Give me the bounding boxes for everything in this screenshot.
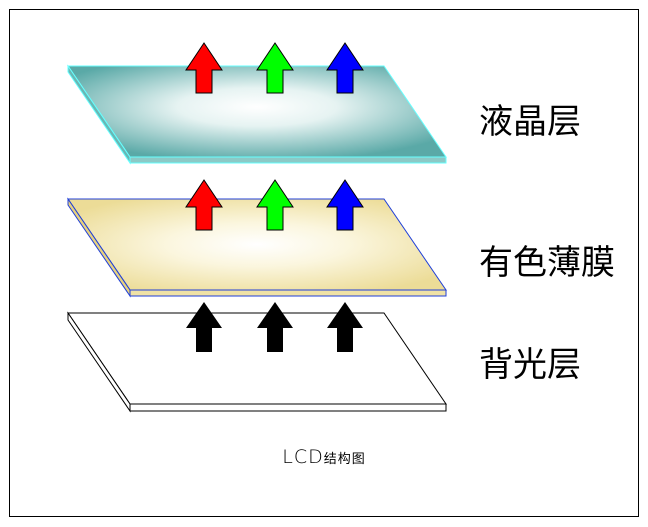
green-arrow-icon (256, 179, 294, 231)
lc-arrows (185, 42, 364, 94)
backlight-layer (67, 311, 447, 413)
blue-arrow-icon (326, 42, 364, 94)
caption-structure: 结构图 (323, 452, 366, 467)
backlight-label: 背光层 (479, 345, 581, 385)
black-arrow-icon (257, 302, 293, 352)
black-arrow-icon (327, 302, 363, 352)
red-arrow-icon (185, 42, 223, 94)
caption-lcd: LCD (282, 446, 324, 468)
color-filter-label: 有色薄膜 (479, 243, 615, 283)
green-arrow-icon (256, 42, 294, 94)
blue-arrow-icon (326, 179, 364, 231)
liquid-crystal-layer (67, 64, 447, 165)
bl-arrows (186, 302, 363, 352)
color-filter-layer (67, 197, 447, 298)
red-arrow-icon (185, 179, 223, 231)
cf-arrows (185, 179, 364, 231)
black-arrow-icon (186, 302, 222, 352)
diagram-caption: LCD结构图 (0, 446, 648, 468)
liquid-crystal-label: 液晶层 (479, 102, 581, 142)
